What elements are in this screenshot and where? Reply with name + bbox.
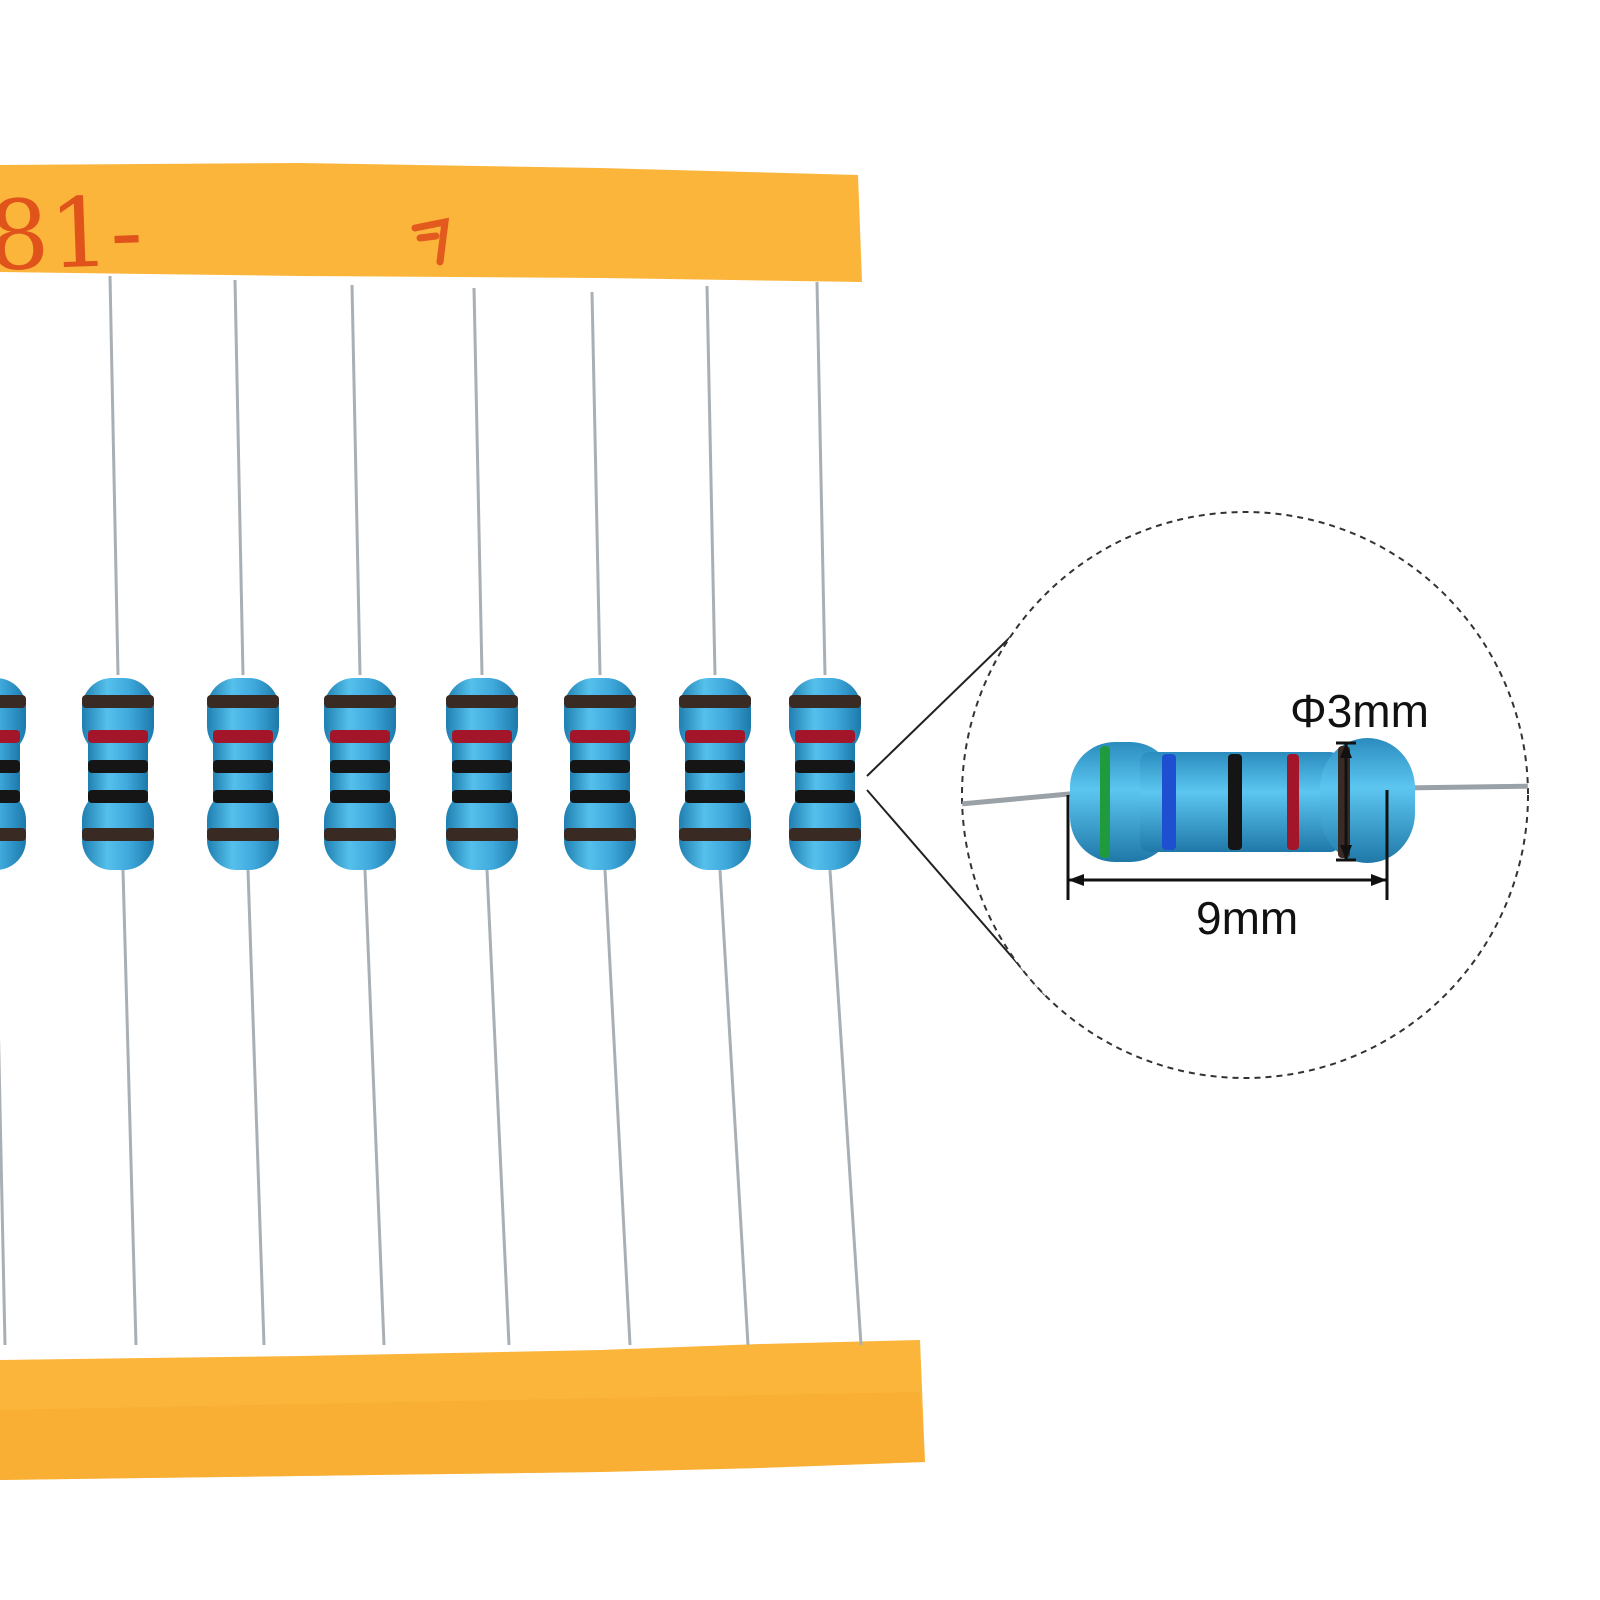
color-band: [1100, 746, 1110, 858]
color-band: [207, 828, 279, 841]
color-band: [330, 760, 390, 773]
color-band: [82, 828, 154, 841]
tape-handwriting: [411, 217, 450, 266]
length-dimension: [1066, 790, 1389, 900]
color-band: [213, 790, 273, 803]
resistor: [324, 284, 396, 1346]
color-band: [452, 730, 512, 743]
color-band: [0, 790, 20, 803]
color-band: [685, 760, 745, 773]
color-band: [82, 695, 154, 708]
color-band: [452, 760, 512, 773]
color-band: [1338, 746, 1350, 858]
color-band: [0, 828, 26, 841]
color-band: [1287, 754, 1299, 850]
tape-marking: 81-: [0, 175, 145, 293]
color-band: [1228, 754, 1242, 850]
color-band: [88, 790, 148, 803]
color-band: [685, 790, 745, 803]
color-band: [1162, 754, 1176, 850]
color-band: [0, 760, 20, 773]
color-band: [88, 760, 148, 773]
color-band: [330, 730, 390, 743]
resistor: [789, 281, 863, 1346]
color-band: [446, 695, 518, 708]
color-band: [679, 695, 751, 708]
color-band: [207, 695, 279, 708]
color-band: [452, 790, 512, 803]
color-band: [88, 730, 148, 743]
resistor: [679, 285, 751, 1346]
color-band: [324, 828, 396, 841]
color-band: [570, 760, 630, 773]
resistor: [446, 287, 518, 1346]
color-band: [564, 695, 636, 708]
color-band: [0, 695, 26, 708]
color-band: [0, 730, 20, 743]
resistor: [564, 291, 636, 1346]
resistor: [82, 275, 154, 1346]
diameter-label: Φ3mm: [1290, 685, 1429, 737]
resistor: [0, 678, 26, 1346]
zoom-callout: [866, 511, 1529, 1079]
length-label: 9mm: [1196, 892, 1299, 944]
color-band: [446, 828, 518, 841]
color-band: [795, 730, 855, 743]
color-band: [679, 828, 751, 841]
color-band: [685, 730, 745, 743]
color-band: [789, 828, 861, 841]
color-band: [330, 790, 390, 803]
color-band: [789, 695, 861, 708]
color-band: [570, 790, 630, 803]
color-band: [213, 730, 273, 743]
color-band: [324, 695, 396, 708]
color-band: [795, 760, 855, 773]
color-band: [795, 790, 855, 803]
color-band: [570, 730, 630, 743]
color-band: [213, 760, 273, 773]
color-band: [564, 828, 636, 841]
resistor: [207, 279, 279, 1346]
